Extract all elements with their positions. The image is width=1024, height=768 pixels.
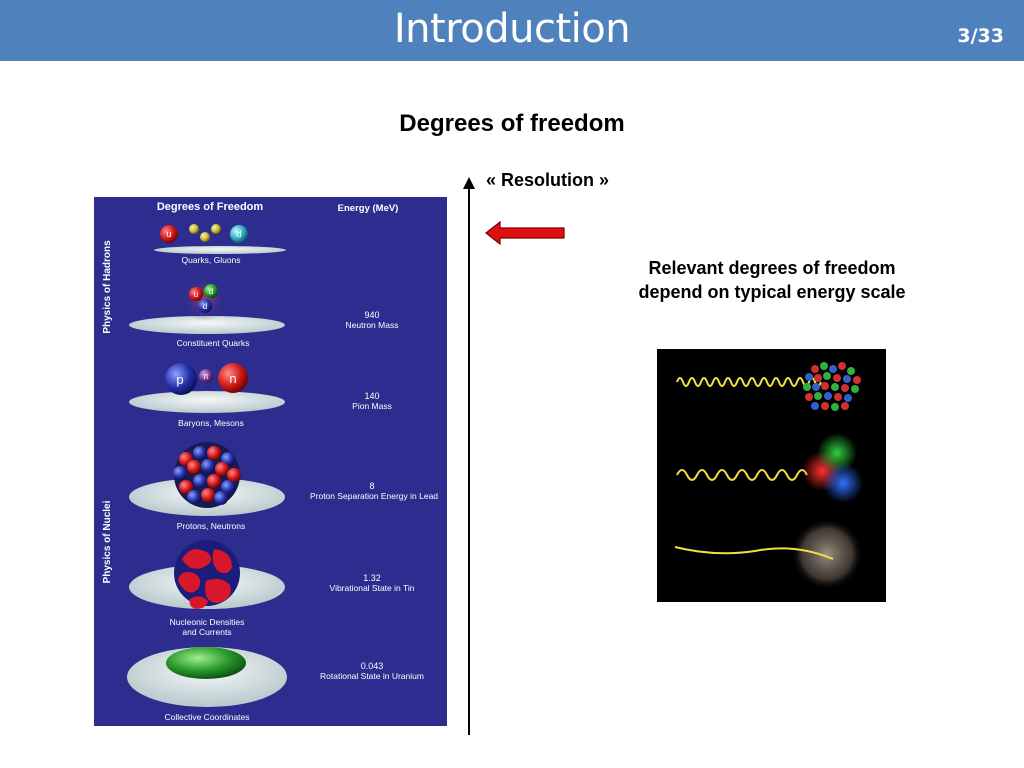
quark-u-label: u [166,229,171,239]
level-5-name-2: and Currents [182,627,231,637]
level-3-energy-note: Pion Mass [352,401,392,411]
pion-label: π [203,372,209,381]
section-heading: Degrees of freedom [399,110,625,137]
level-5-energy: 1.32 [363,573,381,583]
proton-label: p [176,372,183,387]
resolution-probe-image [657,349,886,602]
neutron-label: n [229,371,236,386]
degrees-of-freedom-figure: Degrees of Freedom Energy (MeV) Physics … [94,197,447,726]
level-4-energy-note: Proton Separation Energy in Lead [310,491,438,501]
level-4-name: Protons, Neutrons [177,521,246,531]
level-collective-coordinates: Collective Coordinates 0.043 Rotational … [127,647,424,722]
cq-d2-label: d [203,302,207,311]
level-baryons-mesons: p π n Baryons, Mesons 140 Pion Mass [129,363,392,428]
level-5-energy-note: Vibrational State in Tin [330,583,415,593]
level-2-name: Constituent Quarks [177,338,250,348]
quark-d-label: d [236,229,241,239]
pointer-arrow-icon [485,220,565,246]
note-line-2: depend on typical energy scale [638,282,906,302]
level-5-name: Nucleonic Densities [170,617,245,627]
figure-header-energy: Energy (MeV) [338,203,399,214]
cq-d-label: d [209,287,213,296]
level-2-energy-note: Neutron Mass [346,320,399,330]
level-nucleonic-densities: Nucleonic Densities and Currents 1.32 Vi… [129,540,415,637]
level-6-energy-note: Rotational State in Uranium [320,671,424,681]
resolution-axis-label: « Resolution » [486,170,610,190]
slide-title: Introduction [393,6,631,52]
note-line-1: Relevant degrees of freedom [648,258,896,278]
level-2-energy: 940 [364,310,379,320]
level-1-name: Quarks, Gluons [181,255,240,265]
figure-header-dof: Degrees of Freedom [157,201,264,213]
level-3-name: Baryons, Mesons [178,418,244,428]
level-constituent-quarks: u d d Constituent Quarks 940 Neutron Mas… [129,277,398,348]
page-number: 3/33 [957,25,1004,47]
level-6-name: Collective Coordinates [164,712,249,722]
level-4-energy: 8 [369,481,374,491]
side-label-nuclei: Physics of Nuclei [102,500,113,583]
level-6-energy: 0.043 [361,661,384,671]
resolution-axis-arrow [463,177,475,735]
cq-u-label: u [194,290,198,299]
side-label-hadrons: Physics of Hadrons [102,240,113,334]
level-quarks-gluons: u d Quarks, Gluons [154,224,286,265]
level-3-energy: 140 [364,391,379,401]
header-bar: Introduction 3/33 [0,0,1024,61]
level-protons-neutrons: Protons, Neutrons 8 Proton Separation En… [129,442,438,531]
energy-scale-note: Relevant degrees of freedom depend on ty… [580,256,964,304]
